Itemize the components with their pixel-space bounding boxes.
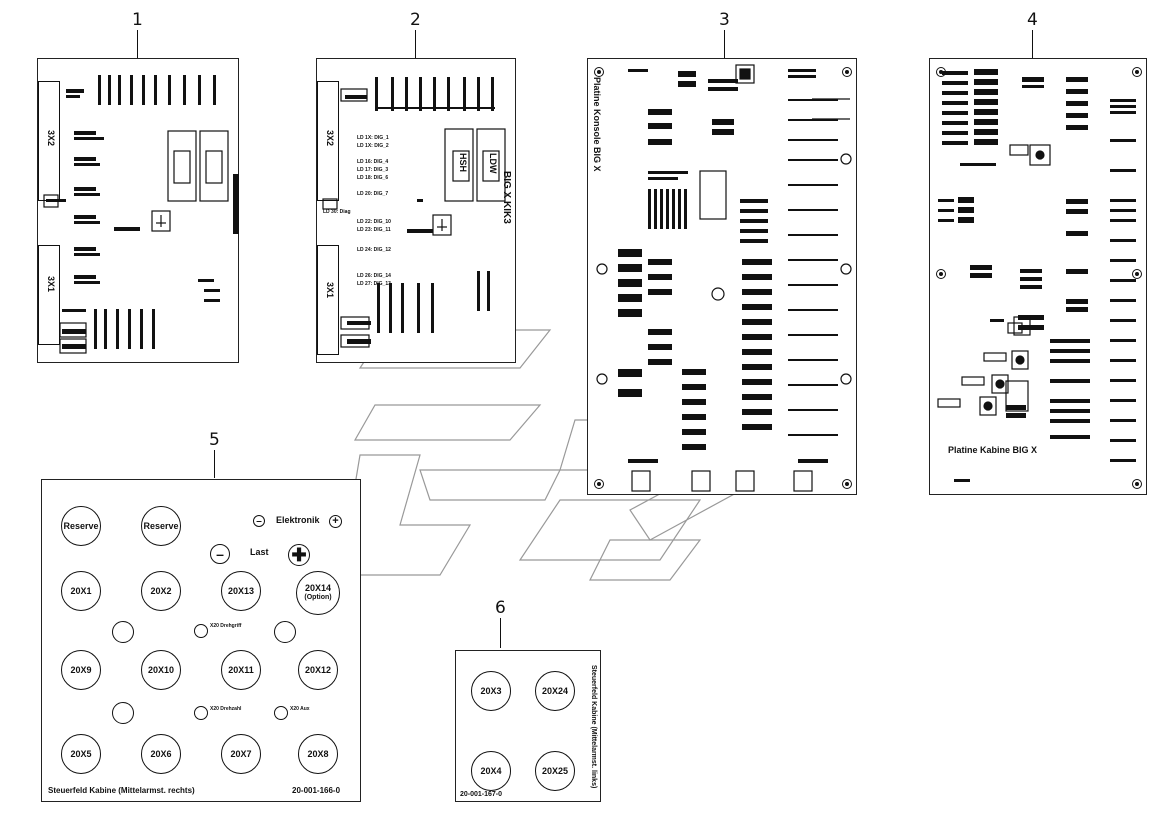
last-label: Last bbox=[250, 547, 269, 557]
button-20x1[interactable]: 20X1 bbox=[61, 571, 101, 611]
led-label: LD 17: DIG_3 bbox=[357, 167, 389, 173]
mounting-hole bbox=[1132, 479, 1142, 489]
mounting-hole bbox=[594, 67, 604, 77]
led-label: LD 16: DIG_4 bbox=[357, 159, 389, 165]
plate-6: 20X3 20X24 20X4 20X25 Steuerfeld Kabine … bbox=[455, 650, 601, 802]
led-label: LD 23: DIG_11 bbox=[357, 227, 391, 233]
led-indicator bbox=[194, 624, 208, 638]
callout-5: 5 bbox=[209, 430, 220, 450]
plate-5-part-number: 20-001-166-0 bbox=[292, 786, 341, 795]
callout-2: 2 bbox=[410, 10, 421, 30]
button-20x2[interactable]: 20X2 bbox=[141, 571, 181, 611]
relay-label: LDW bbox=[488, 153, 498, 174]
button-20x10[interactable]: 20X10 bbox=[141, 650, 181, 690]
led-indicator bbox=[194, 706, 208, 720]
plus-icon[interactable]: + bbox=[329, 515, 342, 528]
leader-line-6 bbox=[500, 618, 501, 648]
leader-line-1 bbox=[137, 30, 138, 58]
button-20x5[interactable]: 20X5 bbox=[61, 734, 101, 774]
button-20x8[interactable]: 20X8 bbox=[298, 734, 338, 774]
connector-3x2: 3X2 bbox=[317, 81, 339, 201]
plate-3-circuit-artwork bbox=[596, 64, 852, 492]
connector-3x1: 3X1 bbox=[317, 245, 339, 355]
leader-line-4 bbox=[1032, 30, 1033, 58]
indicator-light bbox=[112, 702, 134, 724]
led-label: LD 22: DIG_10 bbox=[357, 219, 391, 225]
plus-icon[interactable]: ✚ bbox=[288, 544, 310, 566]
button-20x7[interactable]: 20X7 bbox=[221, 734, 261, 774]
button-20x25[interactable]: 20X25 bbox=[535, 751, 575, 791]
callout-3: 3 bbox=[719, 10, 730, 30]
callout-1: 1 bbox=[132, 10, 143, 30]
callout-6: 6 bbox=[495, 598, 506, 618]
mounting-hole bbox=[594, 479, 604, 489]
elektronik-label: Elektronik bbox=[276, 515, 320, 525]
led-label: LD 26: DIG_14 bbox=[357, 273, 391, 279]
button-20x14[interactable]: 20X14 (Option) bbox=[296, 571, 340, 615]
led-label: LD 27: DIG_13 bbox=[357, 281, 391, 287]
button-20x12[interactable]: 20X12 bbox=[298, 650, 338, 690]
plate-6-side-label: Steuerfeld Kabine (Mittelarmst. links) bbox=[590, 665, 597, 789]
plate-3: Platine Konsole BIG X bbox=[587, 58, 857, 495]
plate-1: 3X2 3X1 bbox=[37, 58, 239, 363]
button-20x3[interactable]: 20X3 bbox=[471, 671, 511, 711]
relay-label: HSH bbox=[458, 153, 468, 173]
minus-icon[interactable]: – bbox=[253, 515, 265, 527]
callout-4: 4 bbox=[1027, 10, 1038, 30]
button-sublabel: (Option) bbox=[304, 594, 332, 601]
led-label: LD 24: DIG_12 bbox=[357, 247, 391, 253]
reserve-button[interactable]: Reserve bbox=[61, 506, 101, 546]
button-label: 20X14 bbox=[304, 583, 332, 593]
leader-line-5 bbox=[214, 450, 215, 478]
mounting-hole bbox=[936, 269, 946, 279]
indicator-light bbox=[112, 621, 134, 643]
plate-2: 3X2 3X1 BIG X KIK3 LD 1X: DIG_1 LD 1X: D… bbox=[316, 58, 516, 363]
reserve-button[interactable]: Reserve bbox=[141, 506, 181, 546]
led-label: X20 Drehzahl bbox=[210, 706, 242, 712]
led-indicator bbox=[274, 706, 288, 720]
led-label: X20 Drehgriff bbox=[210, 623, 242, 629]
plate-6-part-number: 20-001-167-0 bbox=[460, 791, 503, 798]
button-20x13[interactable]: 20X13 bbox=[221, 571, 261, 611]
plate-5: Reserve Reserve – Elektronik + – Last ✚ … bbox=[41, 479, 361, 802]
plate-2-circuit-artwork bbox=[322, 77, 506, 348]
button-20x24[interactable]: 20X24 bbox=[535, 671, 575, 711]
button-20x11[interactable]: 20X11 bbox=[221, 650, 261, 690]
led-label: LD 30: Diag bbox=[323, 209, 351, 215]
minus-icon[interactable]: – bbox=[210, 544, 230, 564]
led-label: LD 1X: DIG_2 bbox=[357, 143, 389, 149]
mounting-hole bbox=[842, 67, 852, 77]
plate-4-title: Platine Kabine BIG X bbox=[948, 445, 1038, 455]
button-20x9[interactable]: 20X9 bbox=[61, 650, 101, 690]
button-20x4[interactable]: 20X4 bbox=[471, 751, 511, 791]
plate-1-circuit-artwork bbox=[43, 75, 229, 354]
side-tab bbox=[233, 174, 239, 234]
button-20x6[interactable]: 20X6 bbox=[141, 734, 181, 774]
mounting-hole bbox=[842, 479, 852, 489]
led-label: LD 18: DIG_6 bbox=[357, 175, 389, 181]
mounting-hole bbox=[1132, 67, 1142, 77]
plate-4: Platine Kabine BIG X bbox=[929, 58, 1147, 495]
led-label: X20 Aux bbox=[290, 706, 310, 712]
plate-5-footer-title: Steuerfeld Kabine (Mittelarmst. rechts) bbox=[48, 786, 195, 795]
mounting-hole bbox=[1132, 269, 1142, 279]
leader-line-3 bbox=[724, 30, 725, 58]
leader-line-2 bbox=[415, 30, 416, 58]
led-label: LD 1X: DIG_1 bbox=[357, 135, 389, 141]
connector-3x1: 3X1 bbox=[38, 245, 60, 345]
plate-4-circuit-artwork bbox=[937, 69, 1136, 482]
indicator-light bbox=[274, 621, 296, 643]
led-label: LD 20: DIG_7 bbox=[357, 191, 389, 197]
